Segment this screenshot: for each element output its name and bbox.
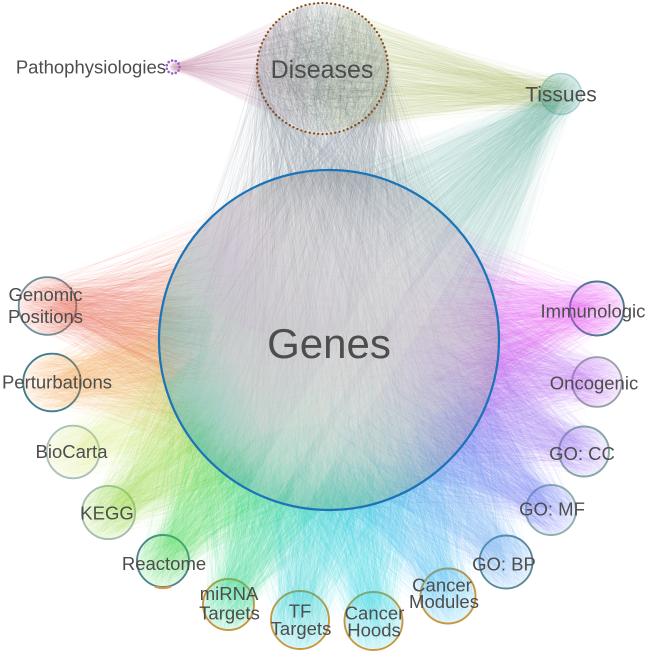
- svg-text:KEGG: KEGG: [80, 503, 133, 524]
- svg-text:Targets: Targets: [271, 618, 332, 639]
- svg-text:miRNA: miRNA: [200, 583, 259, 604]
- svg-text:TF: TF: [289, 601, 312, 622]
- svg-text:Diseases: Diseases: [271, 56, 374, 84]
- svg-text:Positions: Positions: [8, 306, 83, 327]
- svg-text:Reactome: Reactome: [122, 553, 206, 574]
- svg-text:Cancer: Cancer: [412, 575, 472, 596]
- svg-text:GO: BP: GO: BP: [472, 554, 536, 575]
- svg-text:Oncogenic: Oncogenic: [550, 373, 638, 394]
- svg-text:Perturbations: Perturbations: [2, 372, 112, 393]
- svg-text:Targets: Targets: [199, 603, 260, 624]
- svg-text:Modules: Modules: [409, 591, 479, 612]
- svg-text:Immunologic: Immunologic: [541, 301, 646, 322]
- svg-text:Genes: Genes: [267, 320, 391, 367]
- svg-text:Hoods: Hoods: [347, 620, 400, 641]
- svg-text:GO: CC: GO: CC: [549, 443, 615, 464]
- svg-text:Cancer: Cancer: [345, 603, 405, 624]
- svg-text:GO: MF: GO: MF: [519, 499, 585, 520]
- svg-text:Tissues: Tissues: [525, 84, 597, 107]
- svg-text:Pathophysiologies: Pathophysiologies: [16, 57, 166, 78]
- svg-text:Genomic: Genomic: [8, 284, 82, 305]
- svg-text:BioCarta: BioCarta: [36, 441, 109, 462]
